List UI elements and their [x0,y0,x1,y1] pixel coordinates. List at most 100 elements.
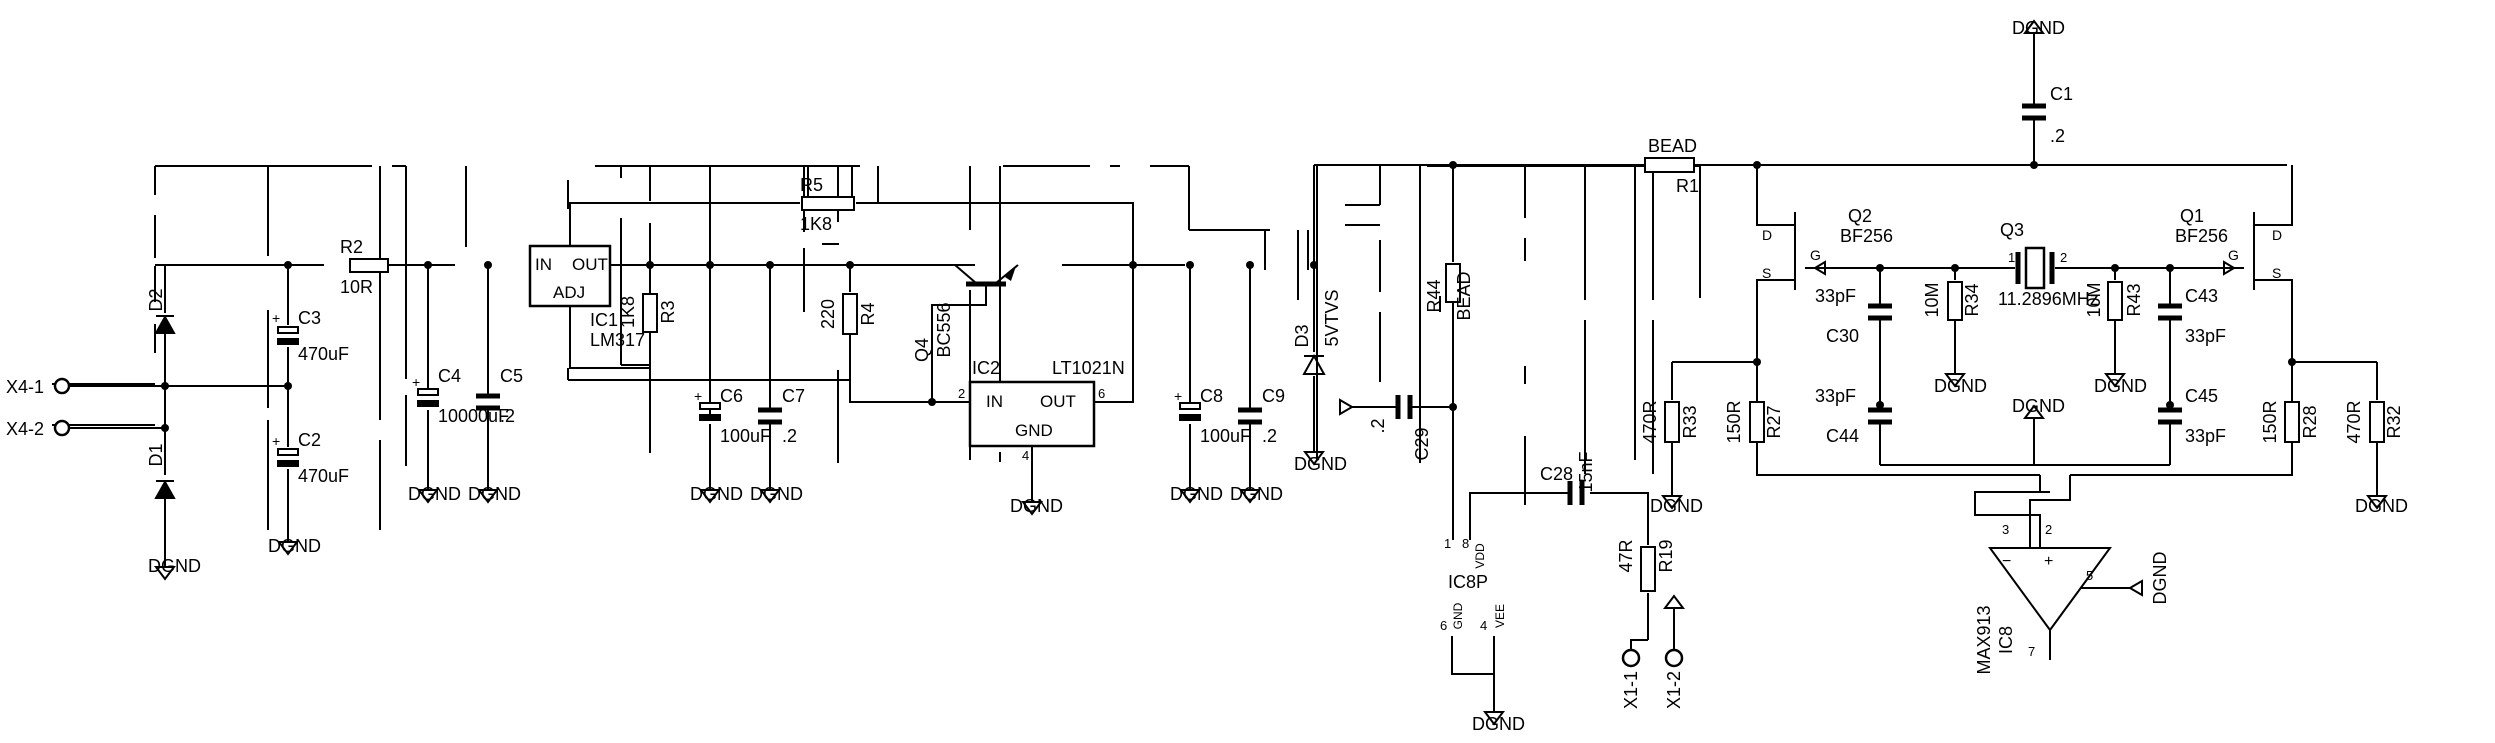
r32-ref: R32 [2384,405,2404,438]
ic8p-gnd: GND [1451,602,1465,629]
dgnd-d1: DGND [148,556,201,576]
dgnd-mid: DGND [2012,396,2065,416]
r19-ref: R19 [1656,539,1676,572]
ic8p-p8: 8 [1462,536,1469,551]
q4-value: BC556 [934,302,954,357]
ic8-p7: 7 [2028,644,2035,659]
dgnd-c2: DGND [268,536,321,556]
r1-ref: R1 [1676,176,1699,196]
capacitor-c9: C9 .2 [1238,265,1285,478]
dgnd-d3: DGND [1294,454,1347,474]
svg-text:+: + [1174,388,1182,404]
ic8p-vdd: VDD [1473,543,1487,569]
connector-x4-2[interactable] [53,419,71,437]
ic8p-p1: 1 [1444,536,1451,551]
c44-value: 33pF [1815,386,1856,406]
r43-ref: R43 [2124,283,2144,316]
q3-p1: 1 [2008,250,2015,265]
dgnd-ic8p: DGND [1472,714,1525,734]
q2-ref: Q2 [1848,206,1872,226]
q2-d: D [1762,227,1772,243]
x1-connectors: X1-1 X1-2 [1621,620,1684,709]
capacitor-c7: C7 .2 [758,265,805,478]
resistor-r28: 150R R28 [2070,362,2320,476]
ic2-pin4: 4 [1022,448,1029,463]
capacitor-c1: C1 .2 [2022,45,2073,165]
capacitor-c43: C43 33pF [2158,268,2226,405]
x1-1-label: X1-1 [1621,671,1641,709]
capacitor-c30: 33pF C30 [1815,268,1892,405]
dgnd-r33: DGND [1650,496,1703,516]
resistor-r43: 10M R43 [2084,268,2144,362]
q1-ref: Q1 [2180,206,2204,226]
ic8-p5: 5 [2086,568,2093,583]
capacitor-c44: 33pF C44 [1815,386,1892,465]
r2-value: 10R [340,277,373,297]
r27-value: 150R [1724,400,1744,443]
q3-value: 11.2896MHz [1998,289,2099,309]
r32-value: 470R [2344,400,2364,443]
junctions [161,161,2296,432]
resistor-r2: R2 10R [340,237,389,297]
r4-ref: R4 [858,302,878,325]
c30-ref: C30 [1826,326,1859,346]
capacitor-c4: + C4 10000uF [412,265,509,478]
connector-x1-1[interactable] [1621,648,1641,668]
dgnd-ic8: DGND [2150,552,2170,605]
x4-1-label: X4-1 [6,377,44,397]
bead-r1: BEAD R1 [1644,136,1699,196]
ic1-ref: IC1 [590,310,618,330]
c3-ref: C3 [298,308,321,328]
ic8-plus: + [2044,553,2053,570]
q2-g: G [1810,247,1821,263]
r5-ref: R5 [800,175,823,195]
dgnd-c9: DGND [1230,484,1283,504]
dgnd-c6: DGND [690,484,743,504]
r43-value: 10M [2084,282,2104,317]
resistor-r34: 10M R34 [1922,268,1982,372]
c7-value: .2 [782,426,797,446]
power-rail [155,164,2287,266]
c3-value: 470uF [298,344,349,364]
capacitor-c3: + C3 470uF [272,265,349,430]
x4-connectors: X4-1 X4-2 [6,377,288,439]
c29-ref: C29 [1412,427,1432,460]
q1-g: G [2228,247,2239,263]
c44-ref: C44 [1826,426,1859,446]
dgnd-c1: DGND [2012,18,2065,38]
ic8-ref: IC8 [1996,626,2016,654]
dgnd-ic2: DGND [1010,496,1063,516]
resistor-r3: R3 1K8 [618,265,678,368]
c6-value: 100uF [720,426,771,446]
capacitor-c2: + C2 470uF [272,430,349,530]
ic1-pin-adj: ADJ [553,283,585,302]
diode-d1: D1 [146,430,176,555]
connector-x4-1[interactable] [53,377,71,395]
r34-ref: R34 [1962,283,1982,316]
dgnd-r43: DGND [2094,376,2147,396]
c5-value: .2 [500,406,515,426]
d2-ref: D2 [146,288,166,311]
bead-label: BEAD [1648,136,1697,156]
ic1-pin-in: IN [535,255,552,274]
svg-text:+: + [272,310,280,326]
ic8-p3: 3 [2002,522,2009,537]
c9-ref: C9 [1262,386,1285,406]
c9-value: .2 [1262,426,1277,446]
x1-2-label: X1-2 [1664,671,1684,709]
ic8p-p6: 6 [1440,618,1447,633]
capacitor-c5: C5 .2 [476,265,523,478]
q1-d: D [2272,227,2282,243]
r27-ref: R27 [1764,405,1784,438]
r44-value: BEAD [1454,271,1474,320]
ic2-pin-gnd: GND [1015,421,1053,440]
c2-value: 470uF [298,466,349,486]
c45-ref: C45 [2185,386,2218,406]
c29-value: .2 [1368,418,1388,433]
connector-x1-2[interactable] [1664,648,1684,668]
dgnd-c5: DGND [468,484,521,504]
q4-ref: Q4 [912,338,932,362]
r2-ref: R2 [340,237,363,257]
c6-ref: C6 [720,386,743,406]
